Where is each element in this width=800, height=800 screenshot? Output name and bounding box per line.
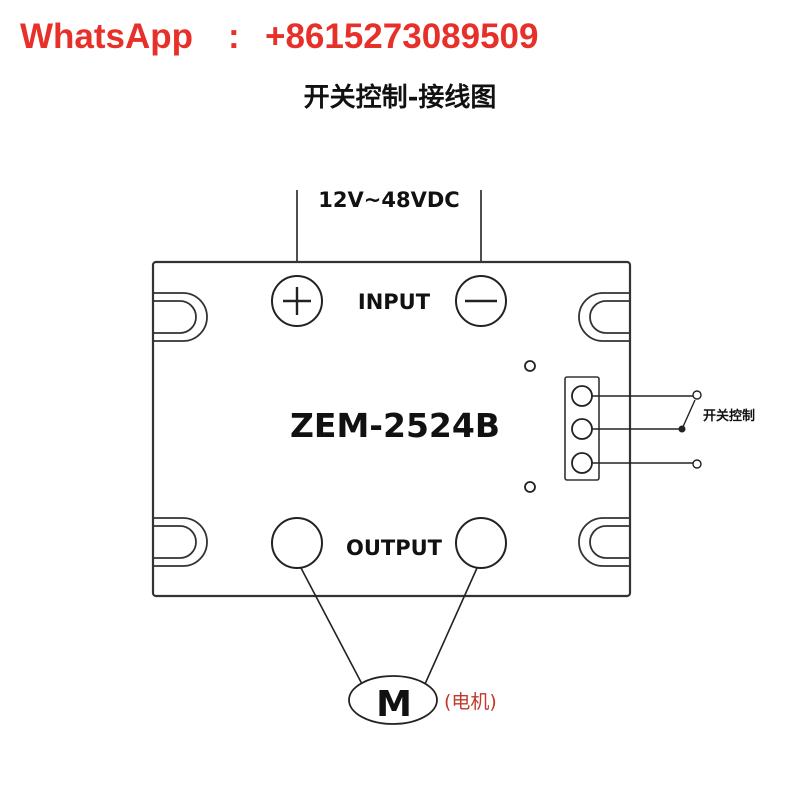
mounting-slot-bottom-left xyxy=(153,517,208,567)
indicator-hole-top xyxy=(524,360,536,372)
mounting-slot-bottom-right xyxy=(578,517,630,567)
motor-icon xyxy=(348,675,438,725)
motor-label: (电机) xyxy=(444,691,497,713)
mounting-slot-top-right xyxy=(578,292,630,342)
plus-terminal-icon xyxy=(271,275,323,327)
output-terminal-left xyxy=(271,517,323,569)
output-terminal-right xyxy=(455,517,507,569)
contact-separator: : xyxy=(228,17,240,56)
whatsapp-label: WhatsApp xyxy=(20,17,193,56)
control-terminal-3 xyxy=(571,452,593,474)
output-label: OUTPUT xyxy=(346,536,443,560)
motor-symbol: M xyxy=(376,684,412,725)
switch-control-label: 开关控制 xyxy=(703,408,755,424)
mounting-slot-top-left xyxy=(153,292,208,342)
diagram-title: 开关控制-接线图 xyxy=(304,83,497,113)
model-name: ZEM-2524B xyxy=(290,406,500,445)
whatsapp-number: +8615273089509 xyxy=(265,17,539,56)
motor-lead-left xyxy=(300,567,363,685)
control-terminal-1 xyxy=(571,385,593,407)
input-label: INPUT xyxy=(358,290,431,314)
switch-icon xyxy=(678,390,702,469)
indicator-hole-bottom xyxy=(524,481,536,493)
motor-lead-right xyxy=(424,567,478,685)
minus-terminal-icon xyxy=(455,275,507,327)
supply-voltage-label: 12V~48VDC xyxy=(318,188,459,212)
control-terminal-2 xyxy=(571,418,593,440)
